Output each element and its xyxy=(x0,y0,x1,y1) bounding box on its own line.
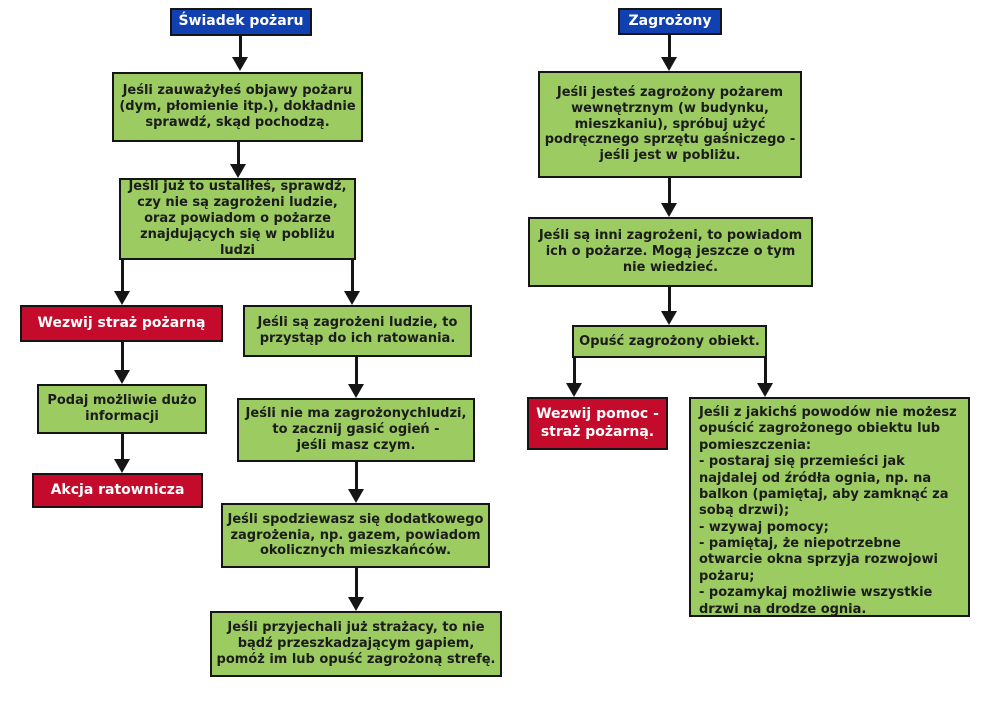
arrow-to-extinguish-head xyxy=(348,384,364,398)
node-give-info: Podaj możliwie dużo informacji xyxy=(37,384,207,434)
arrow-to-extinguish-stem xyxy=(355,357,358,385)
arrow-split2-right-stem xyxy=(764,358,767,384)
node-rescue-action: Akcja ratownicza xyxy=(32,473,203,508)
node-call-help: Wezwij pomoc - straż pożarną. xyxy=(527,397,668,450)
node-rescue-people: Jeśli są zagrożeni ludzie, to przystąp d… xyxy=(243,305,472,357)
arrow-endangered-2-stem xyxy=(668,178,671,204)
arrow-to-give-info-head xyxy=(114,370,130,384)
node-witness-header: Świadek pożaru xyxy=(170,8,312,36)
node-call-fire-brigade: Wezwij straż pożarną xyxy=(20,305,223,342)
arrow-split-right-head xyxy=(344,291,360,305)
node-warn-neighbors: Jeśli spodziewasz się dodatkowego zagroż… xyxy=(221,503,490,568)
node-extinguish: Jeśli nie ma zagrożonychludzi, to zaczni… xyxy=(237,398,475,462)
arrow-witness-1-head xyxy=(232,57,248,71)
arrow-to-dont-gape-stem xyxy=(355,568,358,598)
node-cannot-leave: Jeśli z jakichś powodów nie możesz opuśc… xyxy=(689,397,970,617)
node-warn-others: Jeśli są inni zagrożeni, to powiadom ich… xyxy=(528,217,813,287)
node-use-extinguisher: Jeśli jesteś zagrożony pożarem wewnętrzn… xyxy=(538,71,802,178)
node-witness-step1: Jeśli zauważyłeś objawy pożaru (dym, pło… xyxy=(112,72,363,142)
node-witness-step2: Jeśli już to ustaliłeś, sprawdź, czy nie… xyxy=(119,178,356,260)
arrow-split-left-stem xyxy=(121,260,124,292)
arrow-split-right-stem xyxy=(351,260,354,292)
arrow-witness-2-stem xyxy=(237,142,240,165)
arrow-endangered-1-stem xyxy=(668,35,671,58)
arrow-split2-left-head xyxy=(566,383,582,397)
arrow-to-rescue-action-head xyxy=(114,459,130,473)
arrow-endangered-2-head xyxy=(661,203,677,217)
arrow-witness-1-stem xyxy=(239,36,242,58)
arrow-to-rescue-action-stem xyxy=(121,434,124,460)
arrow-to-dont-gape-head xyxy=(348,597,364,611)
node-dont-gape: Jeśli przyjechali już strażacy, to nie b… xyxy=(210,611,502,677)
arrow-witness-2-head xyxy=(230,164,246,178)
arrow-to-warn-neighbors-head xyxy=(348,489,364,503)
node-endangered-header: Zagrożony xyxy=(618,8,722,35)
arrow-to-warn-neighbors-stem xyxy=(355,462,358,490)
arrow-endangered-3-head xyxy=(661,311,677,325)
arrow-split2-right-head xyxy=(757,383,773,397)
arrow-split2-left-stem xyxy=(573,358,576,384)
node-leave-building: Opuść zagrożony obiekt. xyxy=(572,325,767,358)
arrow-split-left-head xyxy=(114,291,130,305)
arrow-endangered-3-stem xyxy=(668,287,671,312)
arrow-endangered-1-head xyxy=(661,57,677,71)
arrow-to-give-info-stem xyxy=(121,342,124,371)
